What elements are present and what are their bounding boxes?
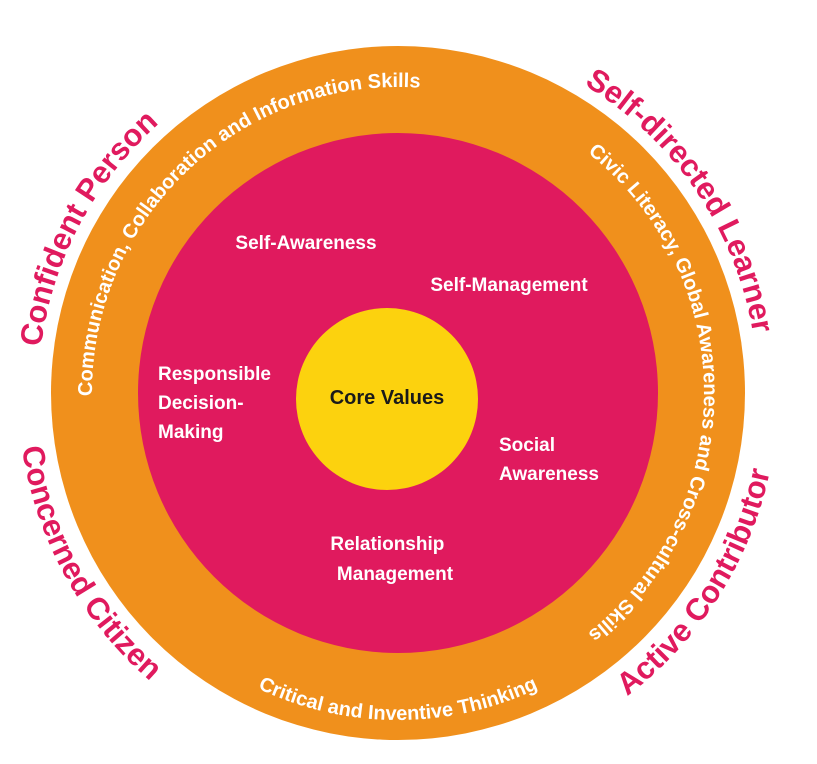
competency-rdm-line-3: Making bbox=[158, 422, 223, 443]
competency-sa-line-2: Awareness bbox=[499, 464, 599, 485]
competency-rm-line-1: Relationship bbox=[330, 534, 444, 555]
competency-self-management: Self-Management bbox=[430, 275, 588, 296]
competency-rdm-line-1: Responsible bbox=[158, 364, 271, 385]
competency-relationship-management: Relationship Management bbox=[330, 534, 453, 585]
core-values-label: Core Values bbox=[330, 387, 445, 409]
core-values-circle bbox=[296, 308, 478, 490]
competency-responsible-decision-making: Responsible Decision- Making bbox=[158, 364, 276, 443]
competency-sa-line-1: Social bbox=[499, 435, 555, 456]
competency-self-awareness: Self-Awareness bbox=[235, 233, 376, 254]
competency-rm-line-2: Management bbox=[337, 564, 454, 585]
competency-social-awareness: Social Awareness bbox=[499, 435, 599, 485]
competency-rdm-line-2: Decision- bbox=[158, 393, 244, 414]
